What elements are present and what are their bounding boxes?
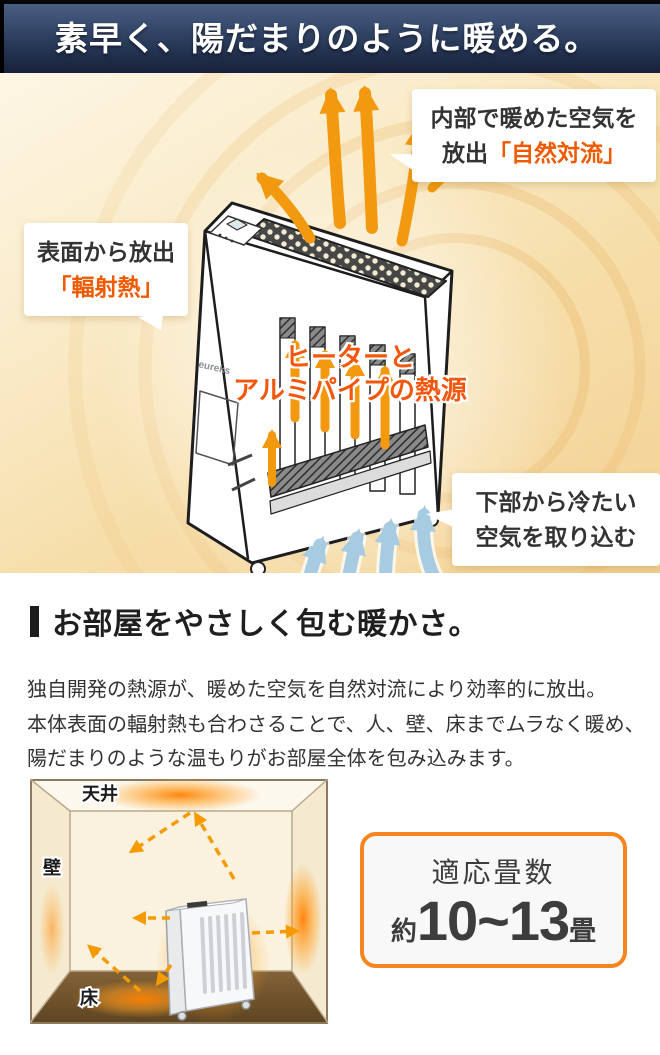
- front-door-outline: [195, 390, 239, 466]
- ceiling-label: 天井: [82, 783, 118, 804]
- pipe-air-arrows: [262, 339, 395, 487]
- label-line: 放出「自然対流」: [442, 139, 626, 166]
- label-line: 空気を取り込む: [475, 523, 637, 550]
- top-grille: [245, 218, 447, 298]
- heater-airflow-diagram: eureks: [68, 73, 660, 573]
- label-cool-intake: 下部から冷たい 空気を取り込む: [424, 473, 660, 566]
- label-line: 表面から放出: [37, 239, 175, 265]
- section-heading: お部屋をやさしく包む暖かさ。: [30, 599, 479, 643]
- wall-label: 壁: [43, 857, 61, 878]
- spec-prefix: 約: [390, 916, 417, 946]
- label-line: 内部で暖めた空気を: [430, 105, 638, 131]
- label-heat-source: ヒーターと アルミパイプの熱源: [233, 342, 467, 405]
- room-labels: 天井 壁 床: [41, 781, 120, 1010]
- heater-illustration: eureks: [186, 201, 454, 573]
- spec-unit: 畳: [569, 916, 597, 946]
- cool-air-arrows: [300, 505, 443, 573]
- label-line: 下部から冷たい: [475, 489, 637, 515]
- body-paragraph: 独自開発の熱源が、暖めた空気を自然対流により効率的に放出。 本体表面の輻射熱も合…: [27, 673, 659, 777]
- hero-illustration: eureks: [0, 73, 660, 573]
- spec-range: 10~13: [416, 889, 570, 952]
- label-natural-convection: 内部で暖めた空気を 放出「自然対流」: [387, 89, 656, 182]
- body-line: 独自開発の熱源が、暖めた空気を自然対流により効率的に放出。: [27, 679, 607, 701]
- radiant-heat-arrows: [86, 811, 300, 993]
- label-radiant-heat: 表面から放出 「輻射熱」: [24, 223, 188, 335]
- control-panel: [209, 215, 263, 246]
- body-line: 陽だまりのような温もりがお部屋全体を包み込みます。: [27, 748, 525, 771]
- accent-text: 「自然対流」: [488, 139, 626, 166]
- spec-value: 約 10~13 畳: [391, 893, 596, 949]
- body-line: 本体表面の輻射熱も合わさることで、人、壁、床までムラなく暖め、: [27, 713, 645, 736]
- caster-wheel: [250, 561, 266, 573]
- accent-text: 「輻射熱」: [48, 273, 164, 300]
- room-warmth-diagram: 天井 壁 床: [30, 779, 329, 1024]
- section-banner: 素早く、陽だまりのように暖める。: [0, 0, 660, 73]
- room-heater: [165, 898, 255, 1021]
- floor-label: 床: [80, 987, 99, 1008]
- heading-bar: [30, 606, 39, 637]
- spec-title: 適応畳数: [431, 857, 556, 888]
- banner-title: 素早く、陽だまりのように暖める。: [55, 20, 599, 57]
- tatami-spec-box: 適応畳数 約 10~13 畳: [360, 832, 627, 968]
- speech-tail: [424, 505, 456, 527]
